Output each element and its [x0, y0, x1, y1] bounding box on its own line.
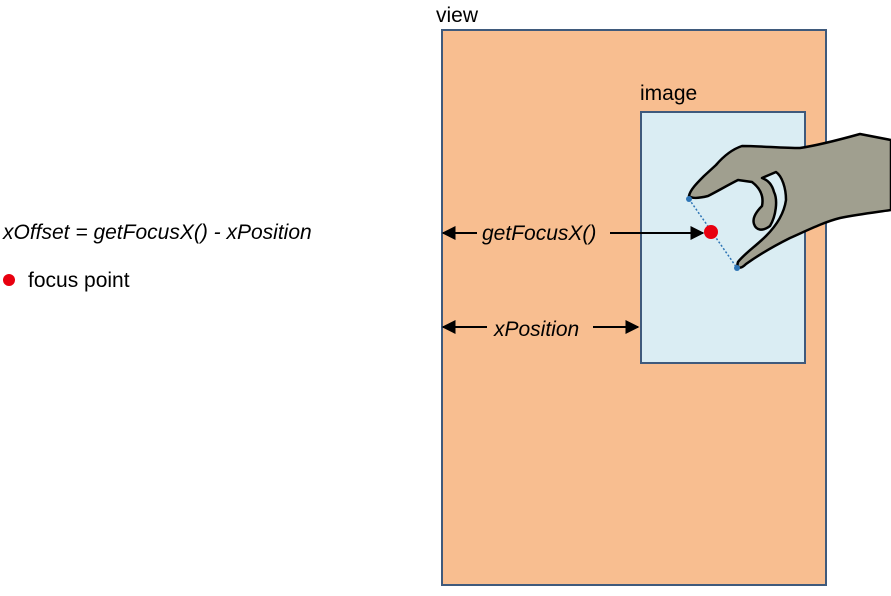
- xposition-label: xPosition: [494, 318, 580, 341]
- focus-point-marker: [704, 225, 718, 239]
- fingertip-marker-thumb: [686, 196, 692, 202]
- pinch-hand-icon: [687, 132, 891, 269]
- legend-focus-point-marker: [3, 274, 15, 286]
- image-title: image: [640, 82, 698, 105]
- fingertip-marker-index: [734, 265, 740, 271]
- offset-formula: xOffset = getFocusX() - xPosition: [3, 221, 312, 244]
- getfocusx-label: getFocusX(): [482, 222, 597, 245]
- view-title: view: [436, 4, 479, 27]
- legend-focus-point-label: focus point: [28, 269, 130, 292]
